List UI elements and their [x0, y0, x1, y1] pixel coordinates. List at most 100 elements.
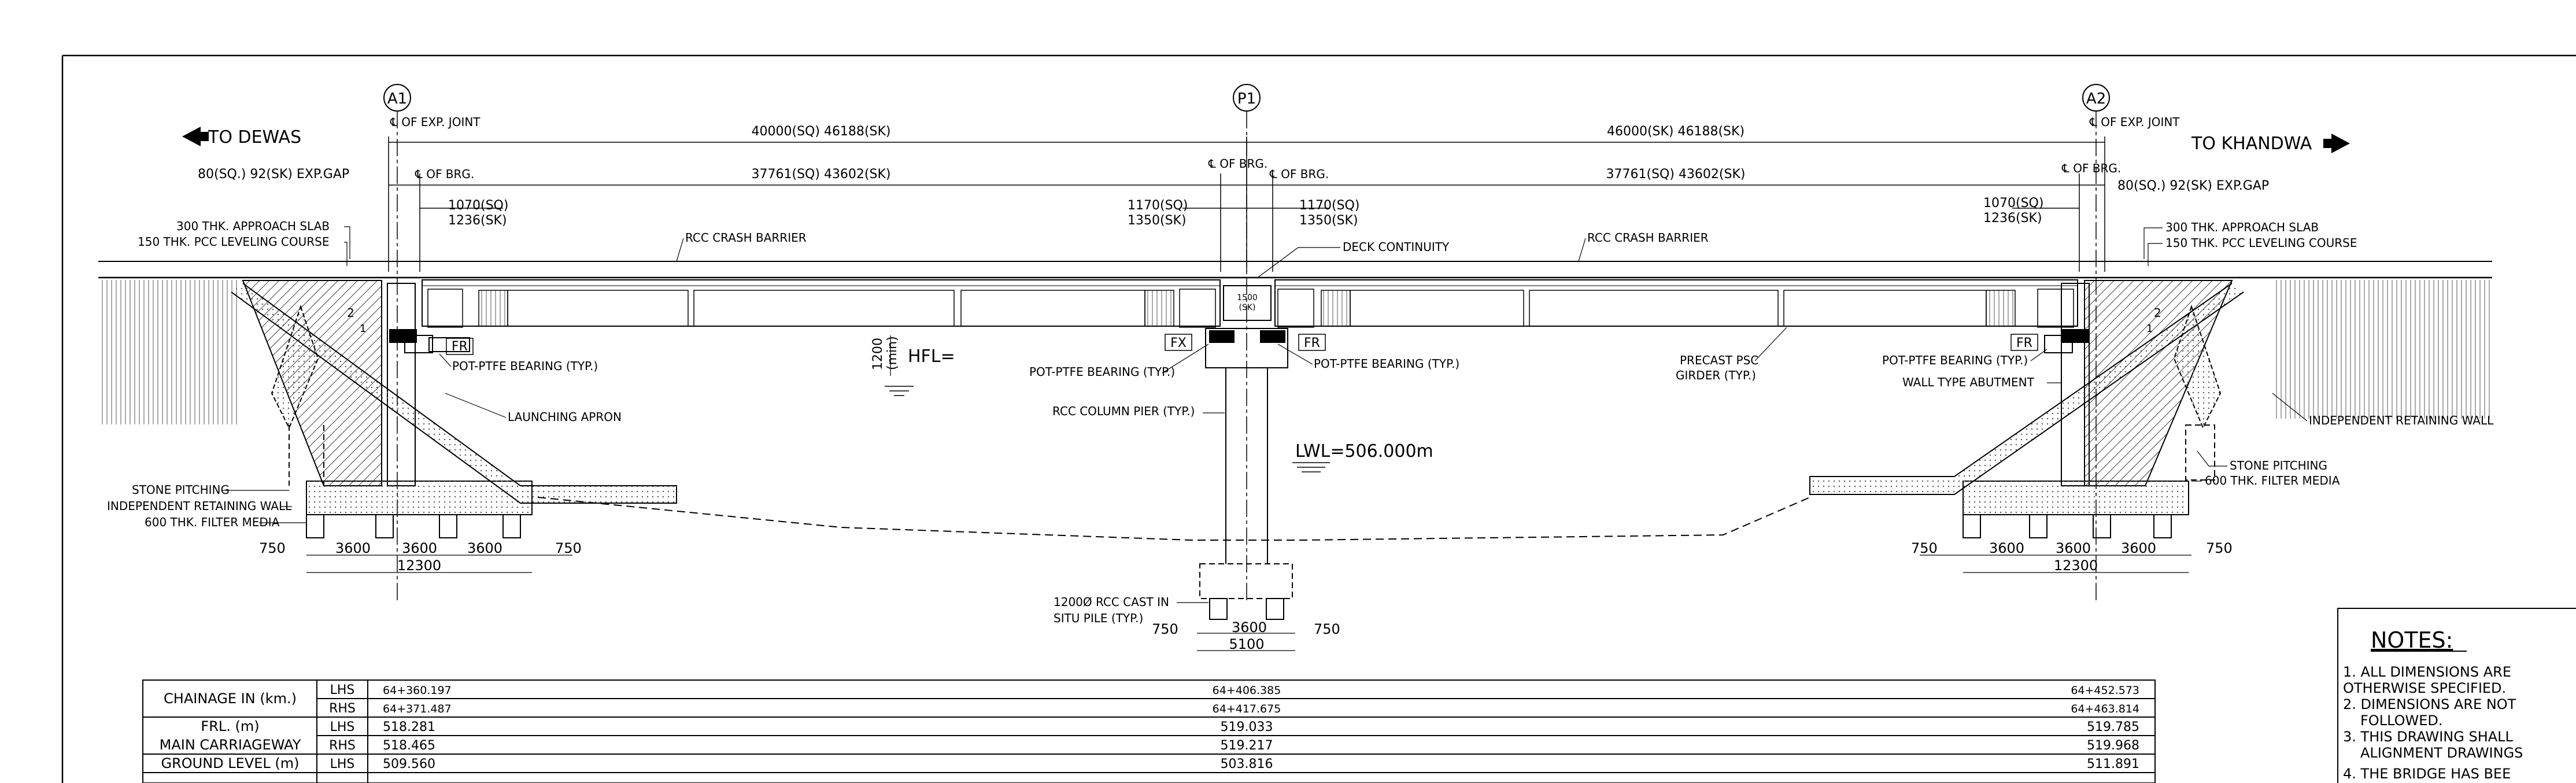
bearing-offset-p1r-sk: 1350(SK)	[1299, 213, 1358, 228]
dim-a1-spacing-2: 3600	[402, 540, 437, 556]
note-line: 2. DIMENSIONS ARE NOT	[2343, 696, 2516, 712]
table-cell: 511.891	[2087, 757, 2139, 771]
pcc-leveling-label-left: 150 THK. PCC LEVELING COURSE	[138, 235, 330, 249]
girders-span1	[427, 289, 1216, 328]
dim-a2-edge-left: 750	[1911, 540, 1938, 556]
table-row-ground-lhs: GROUND LEVEL (m) LHS 509.560 503.816 511…	[161, 755, 2139, 771]
table-label-ground: GROUND LEVEL (m)	[161, 755, 299, 771]
table-side: LHS	[330, 757, 355, 771]
direction-left-label: TO DEWAS	[208, 127, 301, 147]
direction-left: TO DEWAS	[182, 127, 301, 147]
table-cell: 519.217	[1221, 738, 1273, 753]
span1-total-dimension: 40000(SQ) 46188(SK)	[752, 124, 891, 139]
filter-media-label-right: 600 THK. FILTER MEDIA	[2205, 474, 2340, 487]
fr-label-a1: FR	[452, 339, 468, 354]
crash-barrier-label-1: RCC CRASH BARRIER	[685, 231, 807, 245]
brg-label-a1: ℄ OF BRG.	[415, 167, 474, 181]
pot-bearing-label-p1-left: POT-PTFE BEARING (TYP.)	[1029, 365, 1175, 379]
direction-right: TO KHANDWA	[2191, 134, 2350, 154]
abutment-a2	[1809, 280, 2492, 538]
dim-a2-spacing-3: 3600	[2121, 540, 2156, 556]
arrow-right-icon	[2331, 134, 2350, 153]
table-side: RHS	[329, 738, 356, 753]
crash-barrier-label-2: RCC CRASH BARRIER	[1587, 231, 1709, 245]
pier-p1	[1199, 328, 1293, 620]
deck-box-label-1: 1500	[1237, 293, 1258, 302]
dim-p1-edge-left: 750	[1152, 621, 1178, 637]
slope-label-left: 2	[347, 306, 354, 320]
pot-bearing-label-a2: POT-PTFE BEARING (TYP.)	[1882, 353, 2028, 367]
approach-slab-label-left: 300 THK. APPROACH SLAB	[176, 219, 330, 233]
table-cell: 518.465	[383, 738, 435, 753]
pot-bearing-label-p1-right: POT-PTFE BEARING (TYP.)	[1314, 357, 1459, 371]
table-cell: 519.968	[2087, 738, 2139, 753]
bearing-offset-p1r-sq: 1170(SQ)	[1299, 198, 1359, 213]
abutment-a1	[98, 280, 677, 538]
dim-a1-spacing-1: 3600	[335, 540, 371, 556]
table-side: RHS	[329, 701, 356, 716]
support-label-a1: A1	[387, 90, 407, 108]
bearing-offset-a2-sk: 1236(SK)	[1983, 211, 2042, 226]
table-label-frl: FRL. (m)	[201, 718, 259, 734]
exp-joint-label-right: ℄ OF EXP. JOINT	[2089, 115, 2180, 129]
wall-abutment-label: WALL TYPE ABUTMENT	[1902, 375, 2035, 389]
note-line: 1. ALL DIMENSIONS ARE	[2343, 664, 2511, 680]
dimension-lines	[388, 136, 2105, 272]
dim-p1-spacing: 3600	[1232, 619, 1267, 636]
pile-label-2: SITU PILE (TYP.)	[1054, 611, 1143, 625]
slope-base-label-left: 1	[360, 323, 366, 335]
sheet-border	[61, 54, 2576, 783]
bearing-offset-p1l-sk: 1350(SK)	[1128, 213, 1187, 228]
support-p1: P1	[1233, 84, 1261, 601]
notes-panel: NOTES: 1. ALL DIMENSIONS ARE OTHERWISE S…	[2337, 608, 2576, 783]
precast-girder-label-1: PRECAST PSC	[1680, 353, 1758, 367]
bearing-offset-p1l-sq: 1170(SQ)	[1128, 198, 1188, 213]
bearing-offset-a2-sq: 1070(SQ)	[1983, 196, 2043, 210]
table-row-chainage-lhs: CHAINAGE IN (km.) LHS 64+360.197 64+406.…	[164, 683, 2139, 707]
support-label-a2: A2	[2086, 90, 2106, 108]
table-side: LHS	[330, 683, 355, 697]
rcc-column-pier-label: RCC COLUMN PIER (TYP.)	[1052, 404, 1195, 418]
dim-a1-edge-right: 750	[555, 540, 582, 556]
pile-label-1: 1200Ø RCC CAST IN	[1054, 595, 1169, 609]
arrow-left-icon	[182, 127, 201, 146]
girders-span2	[1277, 289, 2074, 328]
pot-bearing-label-a1: POT-PTFE BEARING (TYP.)	[452, 359, 598, 373]
table-cell: 519.033	[1221, 720, 1273, 734]
lwl-label: LWL=506.000m	[1295, 441, 1433, 461]
table-row-frl-rhs: MAIN CARRIAGEWAY RHS 518.465 519.217 519…	[160, 737, 2139, 753]
dim-a1-edge-left: 750	[259, 540, 286, 556]
fx-label-p1: FX	[1170, 336, 1187, 350]
dim-a2-spacing-2: 3600	[2056, 540, 2091, 556]
hfl-min-label-2: (min)	[885, 336, 900, 370]
foundation-dims-a1	[306, 555, 572, 573]
exp-joint-label-left: ℄ OF EXP. JOINT	[390, 115, 481, 129]
foundation-dims-a2	[1920, 555, 2191, 573]
bearing-offset-a1-sk: 1236(SK)	[448, 213, 507, 228]
precast-girder-label-2: GIRDER (TYP.)	[1676, 368, 1756, 382]
retaining-wall-label-left: INDEPENDENT RETAINING WALL	[107, 499, 292, 513]
table-row-chainage-rhs: RHS 64+371.487 64+417.675 64+463.814	[329, 701, 2139, 716]
brg-label-a2: ℄ OF BRG.	[2061, 161, 2121, 175]
dim-p1-edge-right: 750	[1314, 621, 1340, 637]
fr-label-p1: FR	[1304, 336, 1320, 350]
pcc-leveling-label-right: 150 THK. PCC LEVELING COURSE	[2165, 236, 2357, 250]
deck-continuity-label: DECK CONTINUITY	[1343, 240, 1450, 254]
deck-box-label-2: (SK)	[1239, 303, 1256, 312]
span1-girder-dimension: 37761(SQ) 43602(SK)	[752, 167, 891, 182]
note-line: OTHERWISE SPECIFIED.	[2343, 680, 2506, 696]
bearing-offset-a1-sq: 1070(SQ)	[448, 198, 508, 213]
brg-label-p1-right: ℄ OF BRG.	[1269, 167, 1329, 181]
bridge-deck	[98, 261, 2492, 327]
approach-slab-label-right: 300 THK. APPROACH SLAB	[2165, 220, 2319, 234]
hfl-label: HFL=	[908, 346, 955, 367]
foundation-dims-p1	[1197, 633, 1295, 651]
table-cell: 64+360.197	[383, 684, 452, 697]
table-cell: 503.816	[1221, 757, 1273, 771]
slope-label-right: 2	[2154, 306, 2161, 320]
note-line: 3. THIS DRAWING SHALL	[2343, 729, 2514, 745]
notes-title: NOTES:	[2371, 627, 2453, 653]
support-a1: A1	[383, 84, 411, 601]
launching-apron-label: LAUNCHING APRON	[508, 410, 622, 424]
